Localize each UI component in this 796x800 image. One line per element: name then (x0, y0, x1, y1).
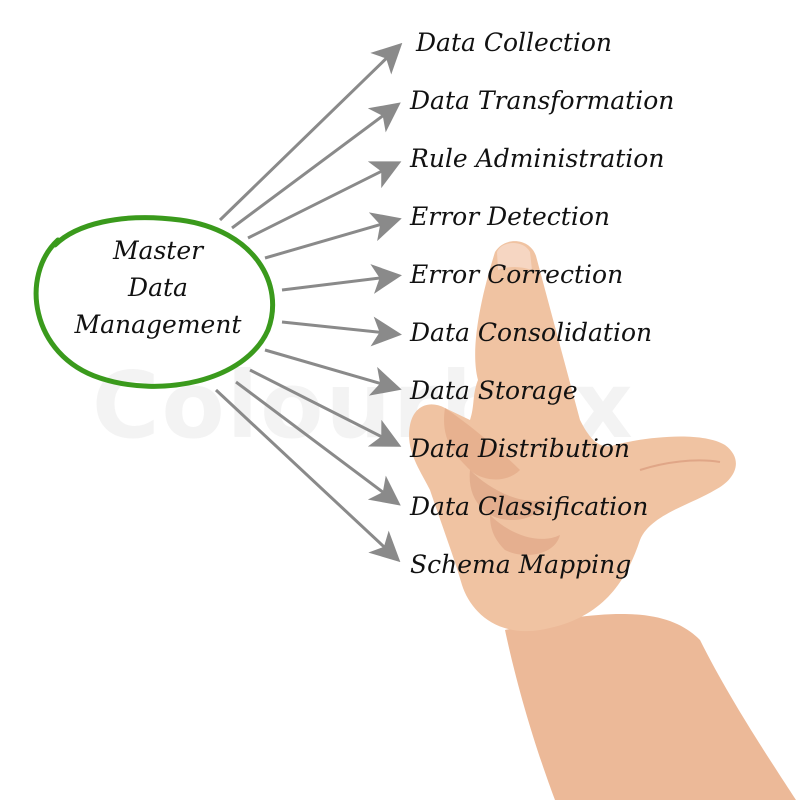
branch-label-data-consolidation: Data Consolidation (410, 318, 653, 347)
branch-label-error-correction: Error Correction (410, 260, 624, 289)
arrow-data-transformation (231, 102, 401, 230)
branch-label-data-classification: Data Classification (410, 492, 649, 521)
arrow-rule-administration (247, 161, 402, 240)
arrow-data-collection (218, 42, 403, 222)
branch-label-error-detection: Error Detection (410, 202, 610, 231)
branch-label-data-distribution: Data Distribution (410, 434, 631, 463)
arrow-schema-mapping (214, 388, 401, 563)
center-ellipse (33, 215, 275, 389)
arrow-data-consolidation (281, 316, 402, 347)
branch-label-schema-mapping: Schema Mapping (410, 550, 632, 579)
arrow-error-correction (281, 264, 402, 294)
arrow-data-storage (264, 348, 402, 396)
branch-label-rule-administration: Rule Administration (410, 144, 665, 173)
center-label-line3: Management (74, 310, 242, 339)
arrow-data-distribution (249, 368, 402, 447)
center-label-line1: Master (112, 236, 204, 265)
center-label: Master Data Management (58, 232, 258, 343)
arrow-error-detection (264, 212, 402, 260)
center-label-line2: Data (128, 273, 188, 302)
branch-label-data-storage: Data Storage (410, 376, 578, 405)
arrows-group (214, 42, 403, 563)
branch-label-data-transformation: Data Transformation (410, 86, 675, 115)
branch-label-data-collection: Data Collection (416, 28, 613, 57)
arrow-data-classification (235, 380, 401, 506)
